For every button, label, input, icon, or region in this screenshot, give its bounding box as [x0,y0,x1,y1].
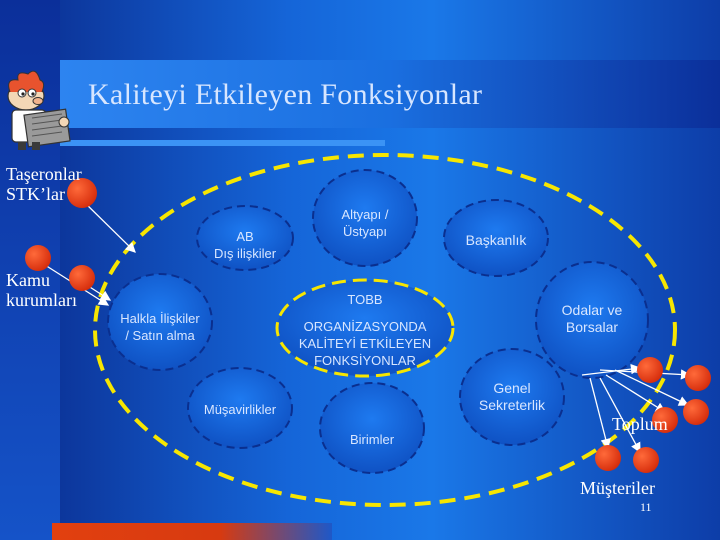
node-altyapi-line1: Altyapı / [341,207,389,222]
node-genel-line2: Sekreterlik [478,397,546,413]
label-kamu-line1: Kamu [6,270,50,290]
label-kamu: Kamu kurumları [6,270,77,310]
dot-right-4 [683,399,709,425]
node-altyapi [312,169,418,267]
label-taseronlar-line1: Taşeronlar [6,164,82,184]
title-bar [60,60,720,128]
outer-ring [93,153,677,507]
arrow-1 [81,199,136,253]
node-center-line3: FONKSİYONLAR [314,353,416,368]
node-center [275,278,455,378]
node-musavirlikler-label: Müşavirlikler [203,402,277,417]
node-genel-line1: Genel [493,380,531,396]
dot-right-6 [633,447,659,473]
dot-left-1 [67,178,97,208]
node-ab [196,205,294,271]
node-tobb-label: TOBB [347,292,383,307]
dot-right-3 [652,407,678,433]
node-ab-line1: AB [236,229,254,244]
dot-right-2 [685,365,711,391]
node-genel [459,348,565,446]
node-odalar [535,261,649,379]
node-birimler [319,382,425,474]
node-halkla-line2: / Satın alma [125,328,195,343]
node-odalar-label: Odalar ve Borsalar [540,302,644,336]
dot-left-3 [69,265,95,291]
title-underline [60,140,385,146]
label-taseronlar: Taşeronlar STK’lar [6,164,82,204]
node-altyapi-label: Altyapı / Üstyapı [315,206,415,240]
label-toplum: Toplum [612,414,668,434]
arrow-6 [605,374,667,413]
node-center-line2: KALİTEYİ ETKİLEYEN [298,336,432,351]
node-musavirlikler [187,367,293,449]
arrow-8 [589,377,611,450]
node-birimler-label: Birimler [349,432,395,447]
label-taseronlar-line2: STK’lar [6,184,65,204]
dot-right-5 [595,445,621,471]
node-halkla [107,273,213,371]
dot-right-1 [637,357,663,383]
node-baskanlik-label: Başkanlık [465,232,527,248]
label-kamu-line2: kurumları [6,290,77,310]
node-center-label: ORGANİZASYONDA KALİTEYİ ETKİLEYEN FONKSİ… [280,318,450,369]
node-ab-line2: Dış ilişkiler [213,246,277,261]
node-halkla-label: Halkla İlişkiler / Satın alma [108,310,212,344]
dot-left-2 [25,245,51,271]
node-odalar-line1: Odalar ve [561,302,623,318]
node-ab-label: AB Dış ilişkiler [197,228,293,262]
node-genel-label: Genel Sekreterlik [460,380,564,414]
node-baskanlik [443,199,549,277]
node-center-line1: ORGANİZASYONDA [303,319,427,334]
arrow-4 [581,363,642,376]
node-odalar-line2: Borsalar [565,319,619,335]
arrow-9 [599,377,641,454]
arrow-7 [614,369,690,406]
reading-cartoon-icon [7,70,71,150]
bottom-bar [52,523,332,540]
node-halkla-line1: Halkla İlişkiler [120,311,200,326]
page-number: 11 [640,500,652,514]
label-musteriler: Müşteriler [580,478,655,498]
node-altyapi-line2: Üstyapı [342,224,388,239]
slide-title: Kaliteyi Etkileyen Fonksiyonlar [88,78,483,111]
